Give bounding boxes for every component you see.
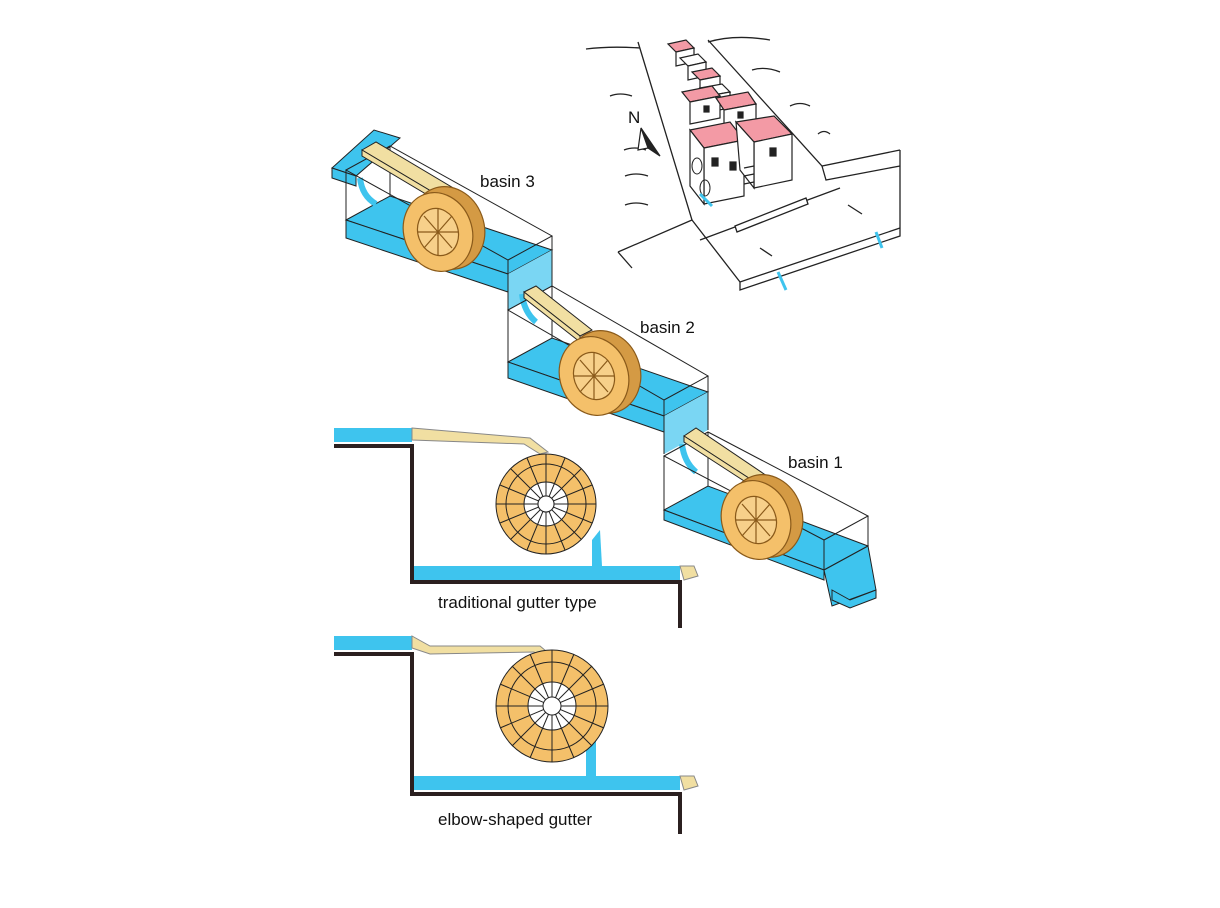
north-label: N	[628, 108, 641, 127]
house-row-near	[688, 115, 794, 206]
label-basin-2: basin 2	[640, 318, 695, 337]
wheel-elbow	[495, 649, 609, 763]
house-row-mid	[680, 85, 758, 135]
label-basin-1: basin 1	[788, 453, 843, 472]
wheel-basin-3	[402, 186, 486, 272]
north-arrow	[637, 127, 661, 157]
wheel-basin-1	[720, 474, 804, 560]
village-buildings	[637, 39, 794, 208]
site-plan-inset	[585, 36, 901, 291]
perspective-wheels	[402, 186, 804, 560]
label-basin-3: basin 3	[480, 172, 535, 191]
section-traditional	[334, 427, 699, 628]
section-elbow	[334, 635, 699, 834]
gutters	[361, 141, 771, 491]
label-traditional-gutter: traditional gutter type	[438, 593, 597, 612]
label-elbow-gutter: elbow-shaped gutter	[438, 810, 593, 829]
wheel-traditional	[495, 453, 597, 555]
wheel-basin-2	[558, 330, 642, 416]
inset-wheels	[691, 157, 714, 208]
